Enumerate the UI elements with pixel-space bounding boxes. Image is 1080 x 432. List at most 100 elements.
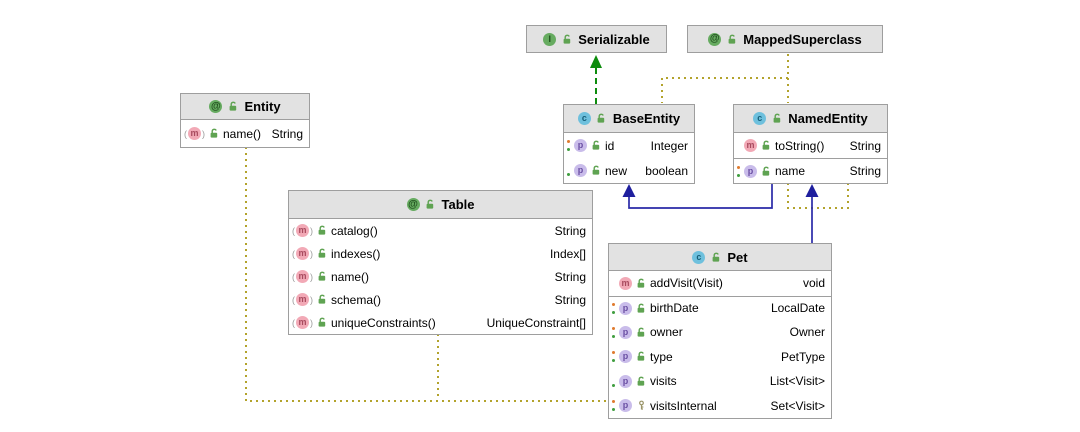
property-icon: p: [619, 374, 632, 388]
member-row[interactable]: p type PetType: [609, 344, 831, 369]
member-row[interactable]: p birthDate LocalDate: [609, 295, 831, 320]
member-row[interactable]: m addVisit(Visit) void: [609, 271, 831, 296]
lock-icon: [760, 165, 772, 177]
member-name: toString(): [775, 138, 825, 153]
node-title: Entity: [244, 99, 281, 114]
lock-icon: [316, 317, 328, 329]
accessor-dots: [612, 376, 616, 387]
member-row[interactable]: p visits List<Visit>: [609, 369, 831, 394]
lock-icon: [590, 140, 602, 152]
annotation-method-icon: m: [292, 224, 313, 237]
edge-inheritance-pet-namedentity[interactable]: [805, 184, 819, 243]
lock-icon: [590, 165, 602, 177]
node-title: Pet: [727, 249, 748, 265]
member-row[interactable]: p visitsInternal Set<Visit>: [609, 393, 831, 418]
member-row[interactable]: m toString() String: [734, 133, 887, 158]
accessor-dots: [567, 165, 571, 176]
member-name: name(): [223, 126, 262, 141]
member-row[interactable]: p owner Owner: [609, 320, 831, 345]
class-node-pet[interactable]: c Pet m addVisit(Visit) void p birthDate…: [608, 243, 832, 419]
member-name: schema(): [331, 292, 382, 307]
member-row[interactable]: p id Integer: [564, 133, 694, 158]
property-icon: p: [574, 139, 587, 152]
node-title: NamedEntity: [788, 111, 868, 126]
member-type: Integer: [650, 138, 688, 153]
member-row[interactable]: m uniqueConstraints() UniqueConstraint[]: [289, 311, 592, 334]
key-icon: [635, 400, 647, 412]
lock-icon: [635, 351, 647, 363]
member-row[interactable]: p name String: [734, 158, 887, 183]
annotation-node-table[interactable]: @ Table m catalog() String m indexes() I…: [288, 190, 593, 335]
node-header[interactable]: @ Table: [289, 191, 592, 219]
annotation-icon: @: [209, 100, 223, 113]
annotation-node-mappedsuperclass[interactable]: @ MappedSuperclass: [687, 25, 883, 53]
member-row[interactable]: m name() String: [181, 120, 309, 147]
annotation-method-icon: m: [292, 293, 313, 306]
lock-icon: [316, 294, 328, 306]
accessor-dots: [612, 400, 616, 412]
edge-annotation-mappedsuperclass-namedentity[interactable]: [787, 54, 849, 209]
edge-inheritance-namedentity-baseentity[interactable]: [622, 183, 773, 209]
class-node-namedentity[interactable]: c NamedEntity m toString() String p name…: [733, 104, 888, 184]
member-row[interactable]: m catalog() String: [289, 219, 592, 242]
accessor-dots: [612, 302, 616, 314]
member-name: indexes(): [331, 246, 381, 261]
member-row[interactable]: m name() String: [289, 265, 592, 288]
accessor-dots: [737, 140, 741, 151]
method-icon: m: [188, 127, 201, 140]
member-type: boolean: [645, 163, 688, 178]
node-header[interactable]: c Pet: [609, 244, 831, 271]
property-icon: p: [619, 325, 632, 339]
accessor-dots: [567, 140, 571, 151]
member-type: List<Visit>: [769, 374, 825, 389]
annotation-method-icon: m: [184, 127, 205, 140]
property-icon: p: [574, 164, 587, 177]
lock-icon: [227, 101, 239, 113]
interface-icon: I: [543, 32, 557, 46]
lock-icon: [316, 271, 328, 283]
annotation-icon: @: [708, 32, 722, 46]
member-name: uniqueConstraints(): [331, 315, 436, 330]
lock-icon: [316, 225, 328, 237]
edge-annotation-entity-pet[interactable]: [245, 147, 607, 402]
lock-icon: [760, 140, 772, 152]
accessor-dots: [612, 326, 616, 338]
member-row[interactable]: p new boolean: [564, 158, 694, 183]
member-row[interactable]: m schema() String: [289, 288, 592, 311]
member-row[interactable]: m indexes() Index[]: [289, 242, 592, 265]
node-header[interactable]: c NamedEntity: [734, 105, 887, 133]
method-icon: m: [619, 276, 632, 290]
member-type: String: [849, 164, 881, 178]
member-name: name(): [331, 269, 370, 284]
member-type: String: [271, 126, 303, 141]
property-icon: p: [744, 164, 757, 178]
lock-icon: [208, 128, 220, 140]
interface-node-serializable[interactable]: I Serializable: [526, 25, 667, 53]
lock-icon: [635, 326, 647, 338]
member-type: LocalDate: [770, 301, 825, 316]
accessor-dots: [612, 351, 616, 363]
node-header[interactable]: @ Entity: [181, 94, 309, 120]
member-type: Owner: [789, 325, 825, 340]
edge-realization-baseentity-serializable[interactable]: [590, 55, 602, 104]
node-title: Table: [441, 197, 475, 212]
node-title: MappedSuperclass: [743, 31, 862, 47]
member-type: UniqueConstraint[]: [486, 315, 586, 330]
lock-icon: [710, 251, 722, 263]
property-icon: p: [619, 399, 632, 413]
lock-icon: [726, 33, 738, 45]
class-icon: c: [577, 112, 591, 125]
annotation-node-entity[interactable]: @ Entity m name() String: [180, 93, 310, 148]
edge-annotation-mappedsuperclass-baseentity[interactable]: [661, 54, 789, 103]
node-title: BaseEntity: [612, 111, 681, 126]
lock-icon: [771, 113, 783, 125]
property-icon: p: [619, 301, 632, 315]
method-icon: m: [296, 270, 309, 283]
class-node-baseentity[interactable]: c BaseEntity p id Integer p new boolean: [563, 104, 695, 184]
node-header[interactable]: c BaseEntity: [564, 105, 694, 133]
member-type: Set<Visit>: [770, 398, 825, 413]
annotation-icon: @: [406, 198, 420, 211]
member-name: owner: [650, 325, 683, 340]
